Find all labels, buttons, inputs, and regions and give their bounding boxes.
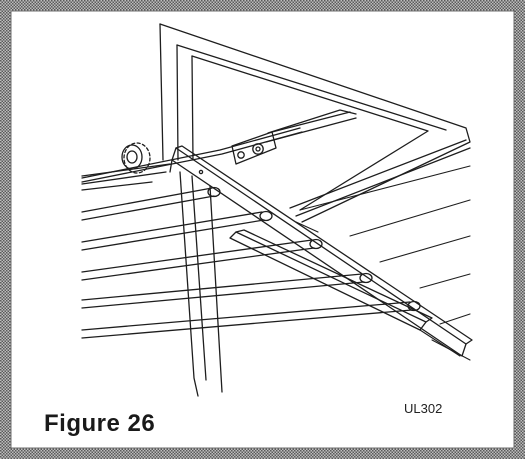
shelf-rods	[81, 186, 421, 339]
background-shelf-lines	[295, 165, 471, 325]
upper-shelf-edge	[81, 163, 171, 191]
figure-code-label: UL302	[404, 401, 443, 416]
figure-caption: Figure 26	[44, 410, 156, 437]
door-frame	[159, 23, 471, 223]
lower-leg-lines	[419, 329, 471, 361]
rack-rail	[169, 145, 473, 357]
inner-bracket	[229, 229, 433, 331]
